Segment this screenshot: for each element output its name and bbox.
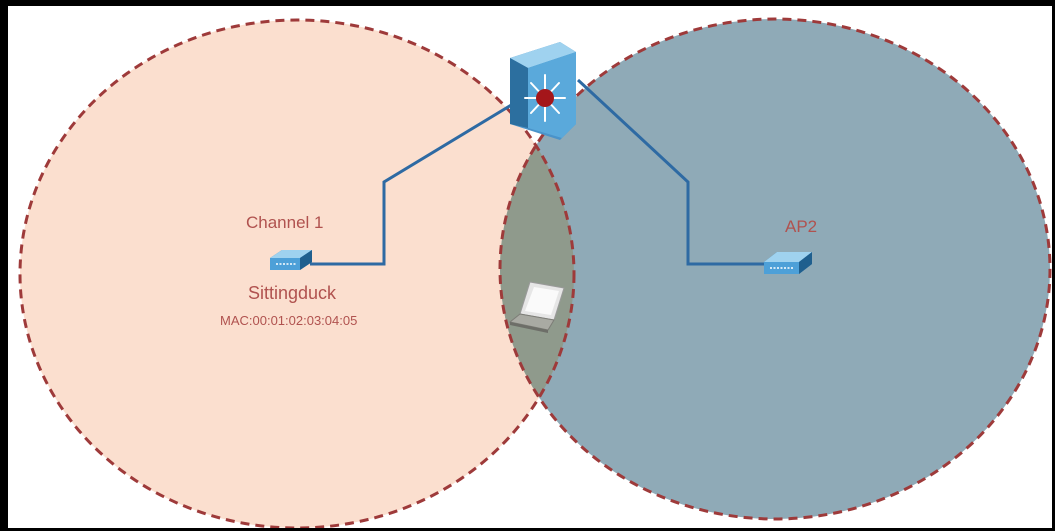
layer3-switch-icon [510,42,576,140]
link-switch-to-ap2 [576,78,768,266]
access-point-icon-ap2 [764,252,812,274]
left-zone-boundary [18,18,576,528]
network-diagram: Channel 1 AP2 Sittingduck MAC:00:01:02:0… [18,17,1052,528]
ap1-name-label: Sittingduck [248,283,337,303]
right-zone-boundary [498,17,1052,521]
access-point-icon-ap1 [270,250,312,270]
right-zone-label: AP2 [785,217,817,236]
ap1-mac-label: MAC:00:01:02:03:04:05 [220,313,357,328]
left-coverage-zone [20,20,574,528]
left-zone-label: Channel 1 [246,213,324,232]
laptop-icon [508,281,565,333]
link-switch-to-ap1 [310,88,537,266]
